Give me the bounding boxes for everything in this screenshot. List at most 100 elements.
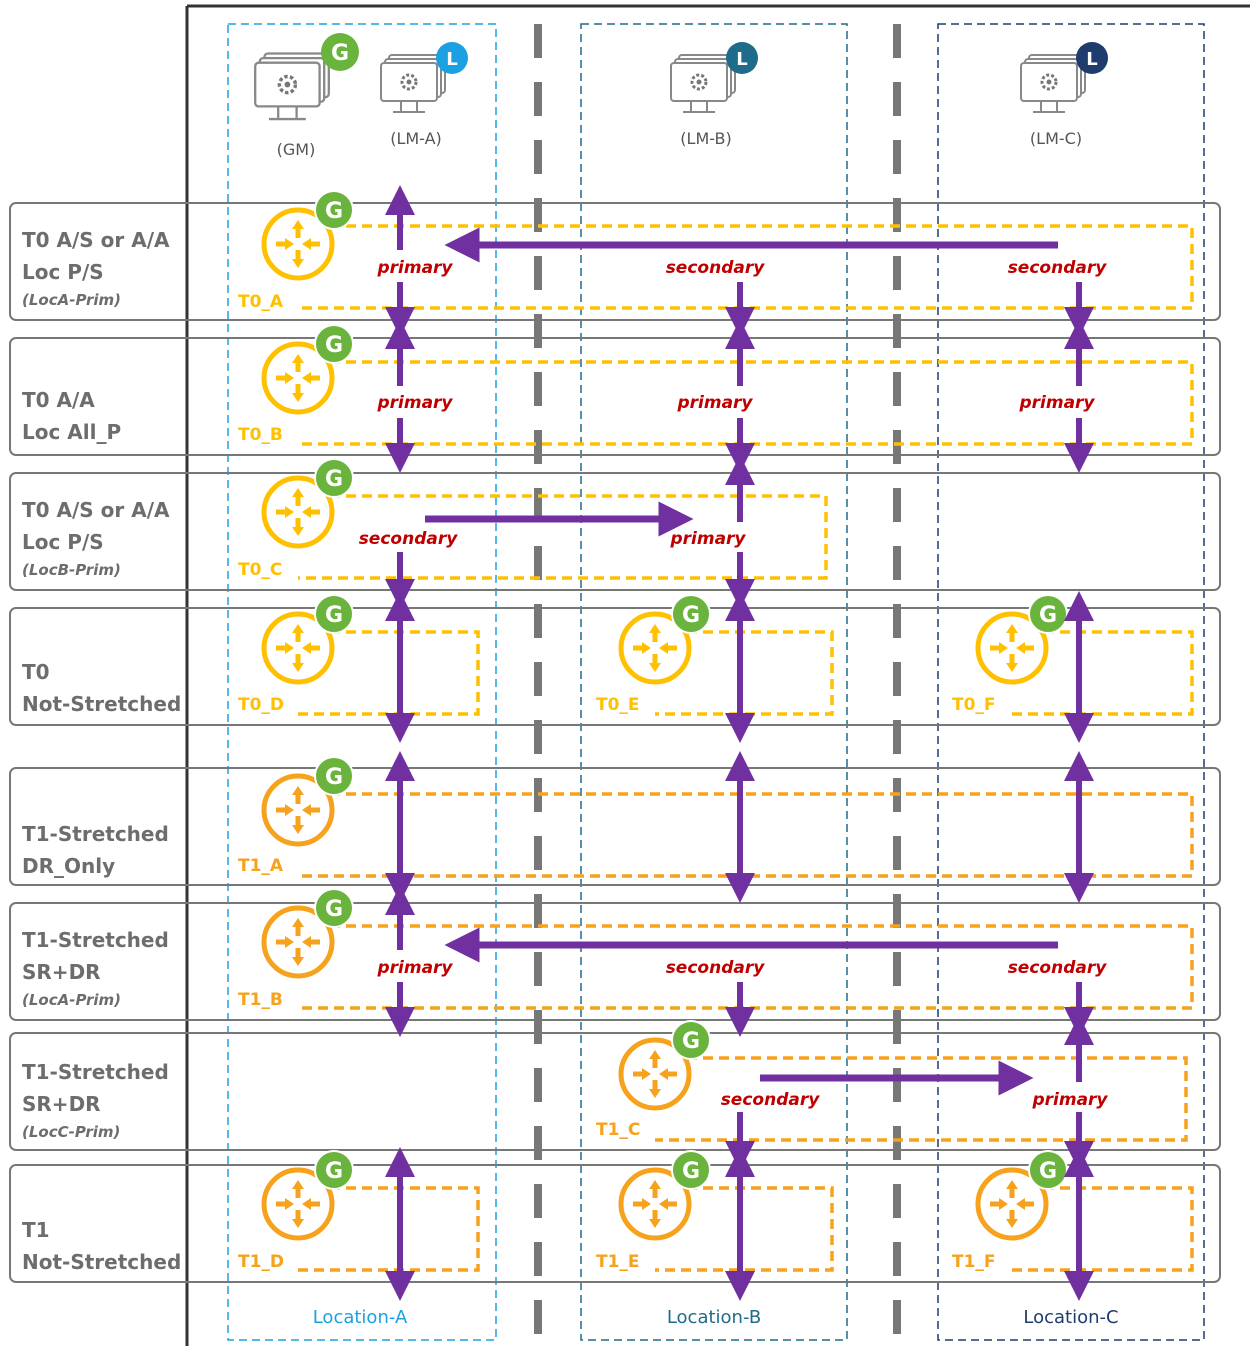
row-label-5: T1-Stretched DR_Only [22,818,169,882]
monitor-gear-icon [379,53,447,114]
router-name-t0-f: T0_F [952,695,996,715]
row-label-line: SR+DR [22,1092,101,1116]
router-name-t1-e: T1_E [596,1252,640,1272]
global-badge-icon: G [314,888,354,928]
global-badge-icon: G [314,756,354,796]
global-badge-icon: G [314,1150,354,1190]
location-a-box [227,23,497,1341]
svg-text:G: G [325,897,343,922]
global-badge-icon: G [314,324,354,364]
global-badge-icon: G [314,594,354,634]
t0-d-router-icon: G [261,594,354,685]
t0-a-router-icon: G [261,190,354,281]
global-badge-icon: G [671,594,711,634]
svg-text:G: G [1039,603,1057,628]
svg-text:G: G [682,1159,700,1184]
t1-c-span [655,1056,1188,1142]
role-label: primary [1019,393,1095,413]
row-label-2: T0 A/A Loc All_P [22,384,121,448]
row-label-line: T0 [22,660,50,684]
manager-lm-c: L [1019,42,1108,114]
role-label: primary [1032,1090,1108,1110]
location-label-c: Location-C [1023,1307,1119,1328]
local-badge-icon [726,42,758,74]
svg-text:L: L [736,49,747,70]
row-box-7 [9,1032,1221,1151]
svg-text:G: G [325,467,343,492]
svg-text:G: G [325,1159,343,1184]
row-label-4: T0 Not-Stretched [22,656,181,720]
router-name-t0-e: T0_E [596,695,640,715]
role-label: primary [377,258,453,278]
t0-b-router-icon: G [261,324,354,415]
role-label: primary [670,529,746,549]
row-label-line: Loc P/S [22,530,104,554]
row-label-6: T1-Stretched SR+DR (LocA-Prim) [22,924,169,1012]
svg-text:L: L [1086,49,1097,70]
t0-b-span [298,360,1194,446]
row-label-8: T1 Not-Stretched [22,1214,181,1278]
t1-b-span [298,924,1194,1010]
t1-f-span [1012,1186,1194,1272]
row-label-line: DR_Only [22,854,116,878]
t1-f-router-icon: G [975,1150,1068,1241]
row-label-7: T1-Stretched SR+DR (LocC-Prim) [22,1056,169,1144]
svg-text:G: G [1039,1159,1057,1184]
row-box-6 [9,902,1221,1021]
global-badge-icon: G [1028,1150,1068,1190]
row-label-line: Not-Stretched [22,692,182,716]
t1-c-router-icon: G [618,1020,711,1111]
router-name-t1-c: T1_C [596,1120,641,1140]
role-label: secondary [358,529,458,549]
role-label: secondary [1007,258,1107,278]
row-label-line: T1-Stretched [22,928,169,952]
t0-f-span [1012,630,1194,716]
routers-and-flows: G G G G G G [261,185,1194,1301]
global-badge-icon: G [1028,594,1068,634]
t0-a-span [298,224,1194,310]
row-label-line: Not-Stretched [22,1250,182,1274]
row-label-line: T0 A/A [22,388,95,412]
monitor-gear-icon [253,51,331,121]
role-label: secondary [665,958,765,978]
router-name-t1-d: T1_D [238,1252,285,1272]
location-label-a: Location-A [312,1307,408,1328]
monitor-gear-icon [669,53,737,114]
manager-gm: G [253,33,359,121]
router-name-t0-b: T0_B [238,425,283,445]
row-box-5 [9,767,1221,886]
router-name-t1-a: T1_A [238,856,284,876]
row-box-2 [9,337,1221,456]
manager-caption-lm-a: (LM-A) [390,129,442,148]
row-box-3 [9,472,1221,591]
location-b-box [580,23,848,1341]
global-badge-icon: G [671,1020,711,1060]
row-label-line: Loc All_P [22,420,122,444]
row-label-line: T1 [22,1218,50,1242]
row-box-4 [9,607,1221,726]
global-badge-icon: G [314,190,354,230]
router-name-t0-c: T0_C [238,560,283,580]
row-label-3: T0 A/S or A/A Loc P/S (LocB-Prim) [22,494,170,582]
location-c-box [937,23,1205,1341]
local-badge-icon [436,42,468,74]
row-label-line: T0 A/S or A/A [22,498,170,522]
global-badge-icon: G [314,458,354,498]
manager-caption-lm-b: (LM-B) [680,129,732,148]
row-label-1: T0 A/S or A/A Loc P/S (LocA-Prim) [22,224,170,312]
svg-text:G: G [325,199,343,224]
manager-caption-lm-c: (LM-C) [1029,129,1083,148]
row-sublabel: (LocA-Prim) [22,991,122,1009]
role-label: secondary [720,1090,820,1110]
global-badge-icon [321,33,359,71]
row-boxes [9,202,1221,1283]
role-label: primary [377,958,453,978]
router-name-t1-b: T1_B [238,990,283,1010]
svg-text:G: G [682,603,700,628]
t0-f-router-icon: G [975,594,1068,685]
location-label-b: Location-B [666,1307,762,1328]
row-box-8 [9,1164,1221,1283]
row-label-line: SR+DR [22,960,101,984]
router-name-t0-d: T0_D [238,695,285,715]
